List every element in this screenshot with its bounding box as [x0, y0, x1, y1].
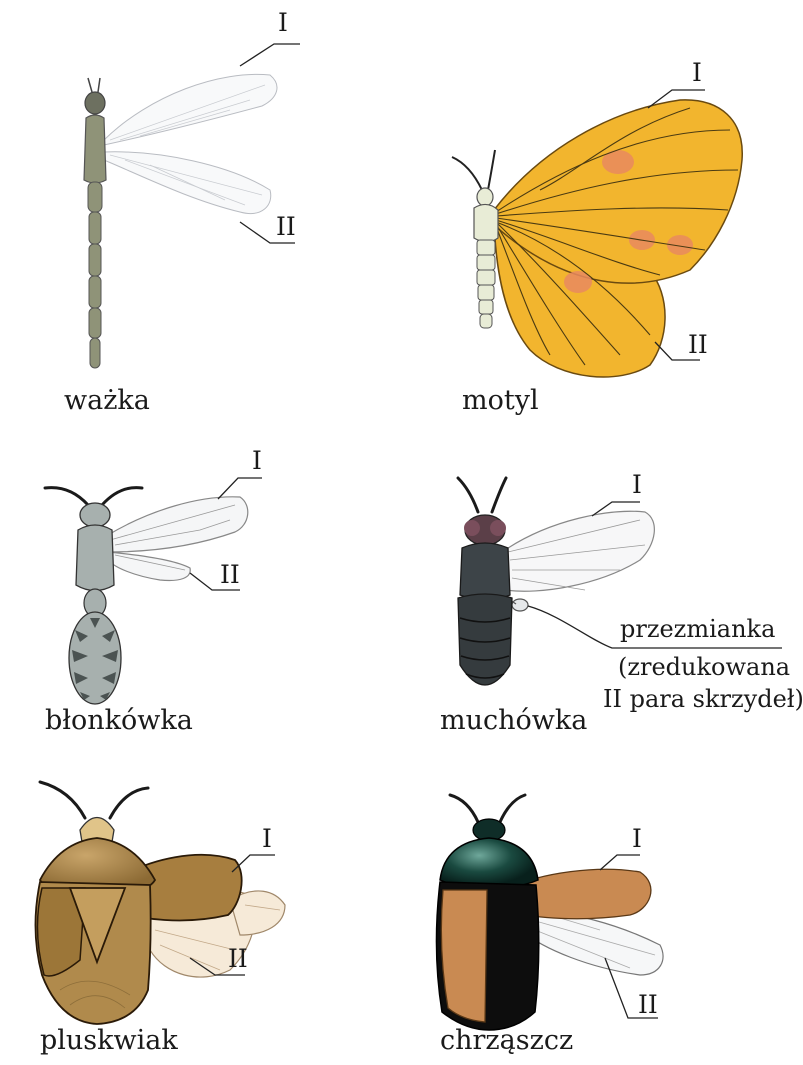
hymenoptera-thorax [76, 525, 114, 591]
butterfly-abdomen [477, 240, 495, 328]
butterfly-caption: motyl [462, 385, 539, 416]
beetle-elytron-closed [441, 890, 487, 1022]
dragonfly-abdomen [88, 182, 102, 368]
true-bug-pronotum [40, 838, 155, 888]
beetle-drawing [436, 795, 663, 1030]
dragonfly-wing-label-1: I [278, 8, 288, 37]
true-bug-wing-label-2: II [228, 944, 248, 973]
dragonfly-thorax [84, 115, 106, 183]
fly-wing-label-1: I [632, 470, 642, 499]
hymenoptera-head [80, 503, 110, 527]
true-bug-caption: pluskwiak [40, 1025, 178, 1056]
true-bug-wing-label-1: I [262, 824, 272, 853]
beetle-hind-wing [520, 910, 663, 975]
butterfly-thorax [474, 204, 498, 242]
beetle-wing-label-1: I [632, 824, 642, 853]
butterfly-head [477, 188, 493, 206]
beetle-antenna [450, 795, 525, 822]
beetle-pronotum [440, 838, 538, 888]
dragonfly-wing-label-2: II [276, 212, 296, 241]
halter-note-line-1: (zredukowana [618, 652, 790, 683]
dragonfly-wings [104, 74, 277, 213]
hymenoptera-wing-label-1: I [252, 446, 262, 475]
hymenoptera-fore-wing [108, 497, 248, 552]
true-bug-antenna [40, 782, 148, 818]
halter-note-line-2: II para skrzydeł) [603, 684, 803, 715]
hymenoptera-caption: błonkówka [45, 705, 193, 736]
fly-wing [505, 511, 654, 591]
dragonfly-antenna [88, 78, 100, 92]
true-bug-drawing [35, 782, 285, 1024]
dragonfly-caption: ważka [64, 385, 150, 416]
beetle-wing-label-2: II [638, 990, 658, 1019]
dragonfly-drawing [84, 44, 300, 368]
halter-label: przezmianka [620, 614, 775, 645]
halter [512, 599, 528, 611]
butterfly-wing-label-2: II [688, 330, 708, 359]
fly-antenna [458, 478, 506, 512]
hymenoptera-antenna [45, 488, 142, 505]
butterfly-wing-label-1: I [692, 58, 702, 87]
hymenoptera-drawing [45, 478, 262, 704]
hymenoptera-wing-label-2: II [220, 560, 240, 589]
fly-thorax [460, 543, 510, 600]
fly-caption: muchówka [440, 705, 587, 736]
dragonfly-head [85, 92, 105, 114]
butterfly-antenna [452, 150, 495, 190]
beetle-caption: chrząszcz [440, 1025, 573, 1056]
